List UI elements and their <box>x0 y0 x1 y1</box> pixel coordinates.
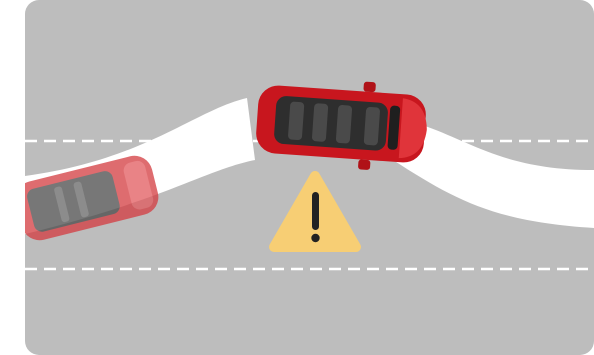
scene-svg <box>25 0 594 355</box>
driving-scene <box>25 0 594 355</box>
